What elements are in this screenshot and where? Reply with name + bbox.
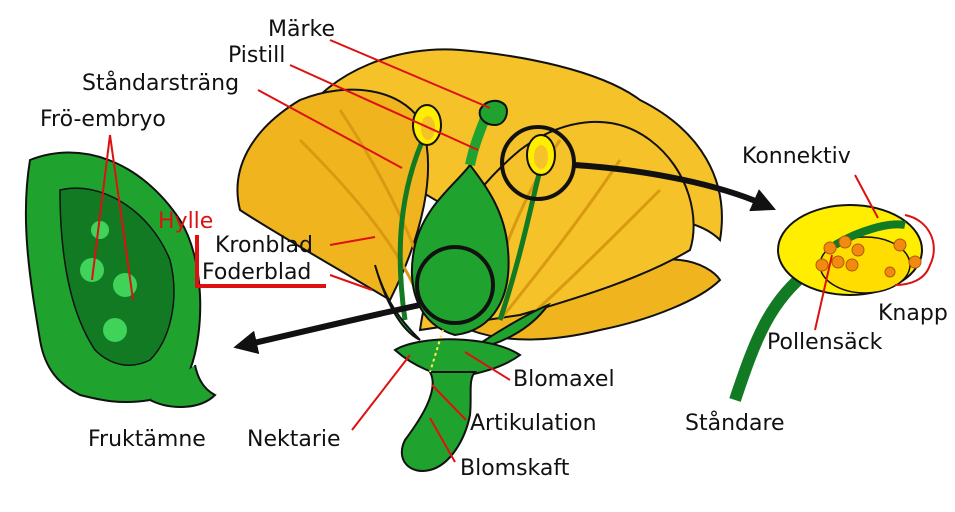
label-nektarie: Nektarie <box>247 427 341 452</box>
detail-ovary <box>24 151 217 408</box>
label-hylle: Hylle <box>158 209 213 234</box>
arrow-to-fruktamne <box>233 302 421 355</box>
hylle-bracket <box>195 235 326 288</box>
detail-stamen <box>729 204 935 402</box>
zoom-circle-anther <box>500 125 576 201</box>
petal-left <box>236 88 430 302</box>
pollen-grains <box>815 235 922 278</box>
zoom-indicators <box>233 125 776 355</box>
pistil-stem <box>374 99 551 472</box>
arrow-to-standare <box>574 162 776 212</box>
pedicel <box>400 371 478 472</box>
leader-lines <box>91 39 879 463</box>
label-standare: Ståndare <box>685 410 785 436</box>
label-artikulation: Artikulation <box>470 411 597 436</box>
label-foderblad: Foderblad <box>202 260 311 285</box>
label-fruktamne: Fruktämne <box>88 427 206 452</box>
stamens <box>397 104 556 321</box>
label-fro-embryo: Frö-embryo <box>40 107 166 132</box>
label-blomaxel: Blomaxel <box>513 367 615 392</box>
petal-veins <box>298 109 662 327</box>
label-pistill: Pistill <box>228 43 285 68</box>
label-konnektiv: Konnektiv <box>742 144 851 169</box>
label-kronblad: Kronblad <box>215 233 313 258</box>
label-pollensack: Pollensäck <box>767 330 883 355</box>
label-blomskaft: Blomskaft <box>460 456 570 481</box>
label-marke: Märke <box>268 17 335 42</box>
sepal-left <box>374 264 421 341</box>
labels: Märke Pistill Ståndarsträng Frö-embryo H… <box>40 17 948 481</box>
zoom-circle-ovary <box>415 245 495 325</box>
label-knapp: Knapp <box>878 301 948 326</box>
label-standarstrang: Ståndarsträng <box>82 70 239 96</box>
